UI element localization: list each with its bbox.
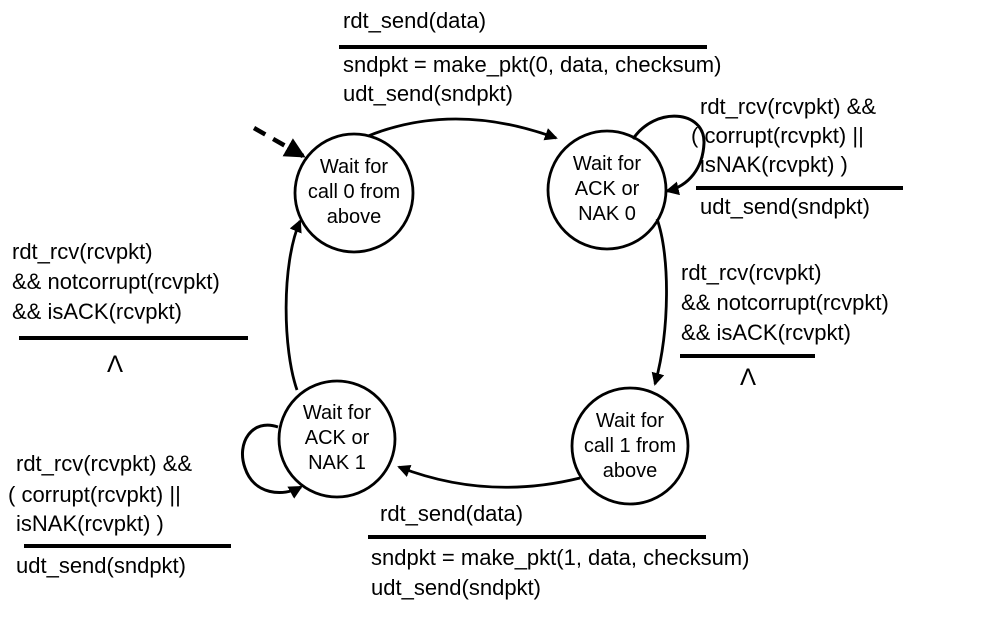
transition-label-left-action-lambda: Λ: [107, 351, 124, 378]
state-circle-wait-ack-nak1: [277, 379, 397, 499]
state-label-wait-call1: Wait for call 1 from above: [583, 410, 677, 482]
transition-label-send0-action1: sndpkt = make_pkt(0, data, checksum): [343, 52, 722, 77]
arrow-call0-to-ack0: [367, 117, 558, 141]
fraction-bar-ack0-selfloop: [696, 186, 903, 190]
transition-label-send0-action2: udt_send(sndpkt): [343, 81, 513, 106]
transition-label-right-action-lambda: Λ: [740, 364, 757, 391]
fraction-bar-right: [680, 354, 815, 358]
transition-label-left-cond1: rdt_rcv(rcvpkt): [12, 239, 153, 264]
transition-label-ack1-selfloop-cond2: ( corrupt(rcvpkt) ||: [8, 482, 181, 507]
transition-label-send1-action2: udt_send(sndpkt): [371, 575, 541, 600]
fraction-bar-send0: [339, 45, 707, 49]
transition-label-ack0-selfloop-action: udt_send(sndpkt): [700, 194, 870, 219]
arrow-ack0-to-call1: [651, 218, 668, 386]
arrow-ack1-to-call0: [284, 219, 302, 391]
initial-state-arrow: [252, 126, 306, 158]
transition-label-right-cond3: && isACK(rcvpkt): [681, 320, 851, 345]
fraction-bar-left: [19, 336, 248, 340]
fraction-bar-ack1-selfloop: [24, 544, 231, 548]
state-label-wait-call0: Wait for call 0 from above: [307, 156, 401, 228]
transition-label-send1-action1: sndpkt = make_pkt(1, data, checksum): [371, 545, 750, 570]
transition-label-ack1-selfloop-cond1: rdt_rcv(rcvpkt) &&: [16, 451, 193, 476]
selfloop-ack0: [631, 114, 706, 196]
arrow-call1-to-ack1: [397, 464, 581, 489]
transition-label-send0-condition: rdt_send(data): [343, 8, 487, 33]
state-label-wait-ack-nak0: Wait for ACK or NAK 0: [572, 153, 642, 225]
transition-label-ack0-selfloop-cond2: ( corrupt(rcvpkt) ||: [691, 123, 864, 148]
transition-label-ack1-selfloop-action: udt_send(sndpkt): [16, 553, 186, 578]
transition-label-send1-condition: rdt_send(data): [380, 501, 524, 526]
selfloop-ack1: [240, 423, 303, 499]
transition-label-left-cond3: && isACK(rcvpkt): [12, 299, 182, 324]
transition-label-ack0-selfloop-cond1: rdt_rcv(rcvpkt) &&: [700, 94, 877, 119]
transition-label-left-cond2: && notcorrupt(rcvpkt): [12, 269, 220, 294]
state-circle-wait-call1: [570, 386, 690, 506]
transition-label-right-cond1: rdt_rcv(rcvpkt): [681, 260, 822, 285]
transition-label-ack0-selfloop-cond3: isNAK(rcvpkt) ): [700, 152, 848, 177]
state-label-wait-ack-nak1: Wait for ACK or NAK 1: [302, 402, 372, 474]
transition-label-right-cond2: && notcorrupt(rcvpkt): [681, 290, 889, 315]
state-circle-wait-call0: [293, 132, 415, 254]
transition-label-ack1-selfloop-cond3: isNAK(rcvpkt) ): [16, 511, 164, 536]
fraction-bar-send1: [368, 535, 706, 539]
